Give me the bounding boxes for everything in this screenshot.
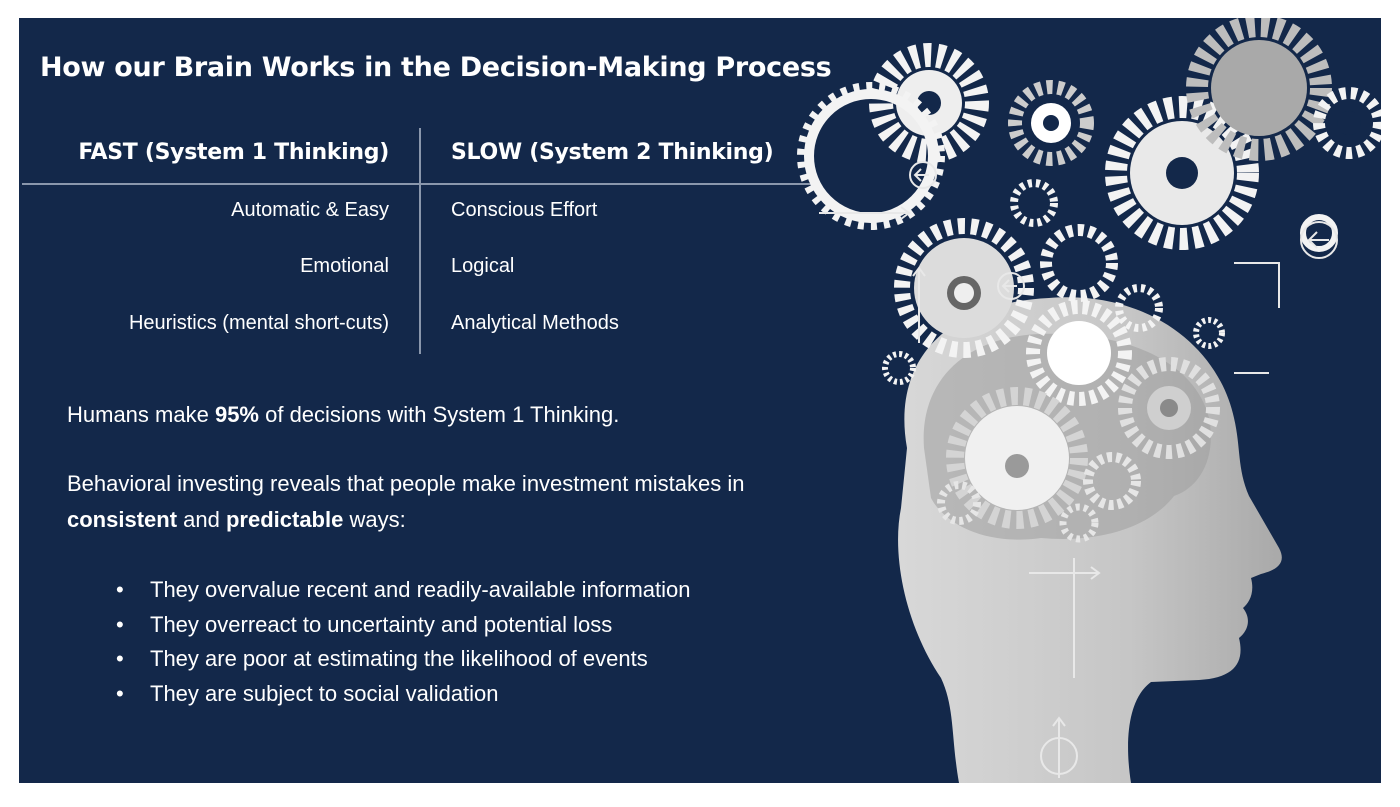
behavior-text: Behavioral investing reveals that people…	[67, 471, 745, 496]
behavior-bold: consistent	[67, 507, 178, 532]
behavior-bold: predictable	[225, 507, 344, 532]
bullet-icon: •	[116, 577, 124, 602]
stat-paragraph: Humans make 95% of decisions with System…	[67, 397, 787, 433]
list-item-text: They overvalue recent and readily-availa…	[150, 577, 691, 602]
list-item-text: They overreact to uncertainty and potent…	[150, 611, 613, 637]
bullet-icon: •	[116, 680, 124, 706]
bullet-icon: •	[116, 646, 124, 671]
slow-cell: Conscious Effort	[451, 199, 598, 221]
mistakes-list: • They overvalue recent and readily-avail…	[114, 573, 794, 711]
behavior-text: and	[177, 507, 226, 532]
fast-cell: Heuristics (mental short-cuts)	[128, 312, 389, 334]
table-column-divider	[419, 128, 421, 354]
list-item-text: They are poor at estimating the likeliho…	[150, 646, 648, 671]
slow-cell: Logical	[451, 255, 515, 277]
fast-column-header: FAST (System 1 Thinking)	[78, 140, 389, 165]
list-item: • They are subject to social validation	[114, 677, 794, 712]
stat-prefix: Humans make	[67, 402, 215, 427]
fast-cell: Automatic & Easy	[231, 199, 389, 221]
list-item: • They overvalue recent and readily-avail…	[114, 573, 794, 608]
table-header-divider	[22, 183, 812, 185]
brain-gears-head-icon	[797, 18, 1381, 783]
stat-suffix: of decisions with System 1 Thinking.	[259, 402, 620, 427]
list-item: • They are poor at estimating the likelih…	[114, 642, 794, 677]
slide-title: How our Brain Works in the Decision-Maki…	[40, 52, 832, 83]
fast-cell: Emotional	[300, 255, 389, 277]
behavior-text: ways:	[343, 507, 406, 532]
slow-cell: Analytical Methods	[451, 312, 619, 334]
slide: How our Brain Works in the Decision-Maki…	[19, 18, 1381, 783]
behavior-paragraph: Behavioral investing reveals that people…	[67, 466, 787, 538]
list-item: • They overreact to uncertainty and poten…	[114, 608, 794, 643]
slow-column-header: SLOW (System 2 Thinking)	[451, 140, 774, 165]
bullet-icon: •	[116, 611, 124, 637]
stat-highlight: 95%	[214, 402, 259, 427]
list-item-text: They are subject to social validation	[150, 680, 499, 706]
